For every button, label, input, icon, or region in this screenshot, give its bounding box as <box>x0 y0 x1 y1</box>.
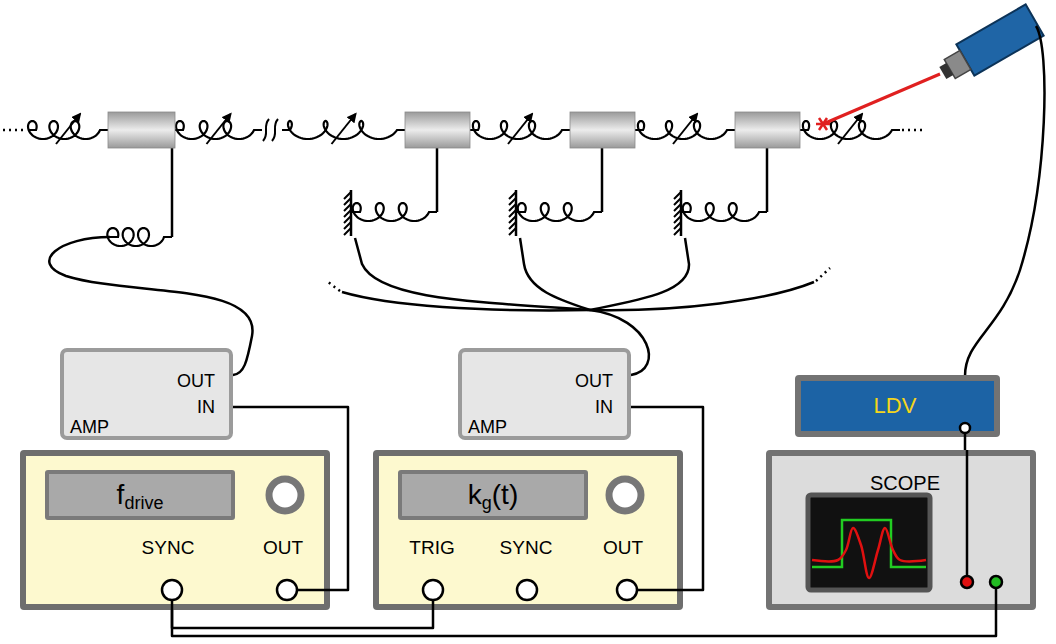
function-generator: SYNC OUT fdrive <box>20 450 330 610</box>
response-trace <box>812 528 926 578</box>
actuator-wire <box>355 238 590 310</box>
panel-label: AMP <box>468 417 507 437</box>
drive-link <box>171 148 174 237</box>
wire-continuation <box>816 268 830 281</box>
ground-hatch <box>509 192 516 235</box>
text-slot: OUT <box>177 372 215 391</box>
vibrometer-box: LDV <box>795 375 1000 437</box>
display-readout: fdrive <box>49 474 231 516</box>
connector-jack <box>990 576 1002 588</box>
chain-break <box>263 119 269 141</box>
chain-break <box>272 119 278 141</box>
subscript-text: drive <box>124 494 163 512</box>
ground-link <box>601 148 604 212</box>
scope-screen <box>808 495 930 590</box>
panel-label: OUT <box>575 371 613 391</box>
text-slot: AMP <box>70 418 109 437</box>
coil-spring <box>352 203 437 221</box>
mass-block <box>735 112 800 148</box>
generator-display: fdrive <box>45 470 235 520</box>
signal-cable <box>172 610 996 636</box>
laser-beam <box>823 74 940 124</box>
panel-label: SCOPE <box>870 472 940 494</box>
trigger-trace <box>812 520 926 567</box>
actuator-wire <box>342 292 590 310</box>
amplifier-box: OUT IN AMP <box>458 348 631 440</box>
panel-label: IN <box>595 397 613 417</box>
coil-spring <box>517 203 602 221</box>
mass-block <box>108 112 175 148</box>
variable-stiffness-arrow <box>838 114 862 144</box>
signal-cable <box>964 437 967 450</box>
sensor-body <box>956 4 1043 75</box>
variable-stiffness-arrow <box>673 114 697 144</box>
connector-jack <box>617 580 637 600</box>
chain-continuation <box>3 129 26 132</box>
text-slot: TRIG <box>409 538 454 558</box>
ldv-sensor-head <box>934 4 1044 88</box>
coil-spring <box>107 228 172 246</box>
text-slot: OUT <box>263 538 303 558</box>
sensor-lens <box>939 63 953 79</box>
variable-stiffness-arrow <box>207 114 231 144</box>
text-slot: LDV <box>874 395 917 417</box>
subscript-text: g <box>482 494 492 512</box>
text-slot: OUT <box>575 372 613 391</box>
signal-cable <box>172 610 433 628</box>
variable-stiffness-arrow <box>332 114 356 144</box>
parameter-symbol: f <box>117 481 125 509</box>
panel-label: OUT <box>603 537 643 558</box>
actuator-wire <box>590 282 814 310</box>
function-generator: TRIG SYNC OUT kg(t) <box>373 450 683 610</box>
generator-display: kg(t) <box>398 470 588 520</box>
wire-continuation <box>328 282 340 291</box>
sensor-cable <box>965 26 1044 376</box>
text-slot: AMP <box>468 418 507 437</box>
panel-label: LDV <box>874 393 917 418</box>
text-slot: SYNC <box>142 538 195 558</box>
coil-spring <box>682 203 767 221</box>
ground-hatch <box>344 192 351 235</box>
oscilloscope: SCOPE <box>766 450 1036 610</box>
panel-label: SYNC <box>500 537 553 558</box>
ground-symbols <box>344 190 681 236</box>
laser-spot <box>816 118 830 130</box>
ground-hatch <box>674 192 681 235</box>
text-slot: OUT <box>603 538 643 558</box>
actuator-wire <box>590 238 689 310</box>
chain-continuation <box>902 129 926 132</box>
variable-stiffness-arrow <box>56 114 80 144</box>
actuator-wire <box>520 238 590 310</box>
connector-jack <box>960 423 970 433</box>
text-slot: IN <box>197 398 215 417</box>
panel-label: AMP <box>70 417 109 437</box>
ground-link <box>766 148 769 212</box>
amplifier-box: OUT IN AMP <box>60 348 233 440</box>
panel-label: SYNC <box>142 537 195 558</box>
panel-label: TRIG <box>409 537 454 558</box>
parameter-symbol: (t) <box>492 481 518 509</box>
control-knob <box>609 479 641 511</box>
connector-jack <box>423 580 443 600</box>
connector-jack <box>961 576 973 588</box>
panel-label: IN <box>197 397 215 417</box>
connector-jack <box>277 580 297 600</box>
panel-label: OUT <box>177 371 215 391</box>
variable-stiffness-arrow <box>508 114 532 144</box>
panel-label: OUT <box>263 537 303 558</box>
ground-link <box>436 148 439 212</box>
mass-block <box>570 112 635 148</box>
cable-stub <box>966 450 969 582</box>
parameter-symbol: k <box>468 481 482 509</box>
display-readout: kg(t) <box>402 474 584 516</box>
text-slot: SYNC <box>500 538 553 558</box>
connector-jack <box>517 580 537 600</box>
text-slot: IN <box>595 398 613 417</box>
text-slot: SCOPE <box>870 473 940 494</box>
mass-block <box>405 112 470 148</box>
control-knob <box>269 479 301 511</box>
connector-jack <box>162 580 182 600</box>
